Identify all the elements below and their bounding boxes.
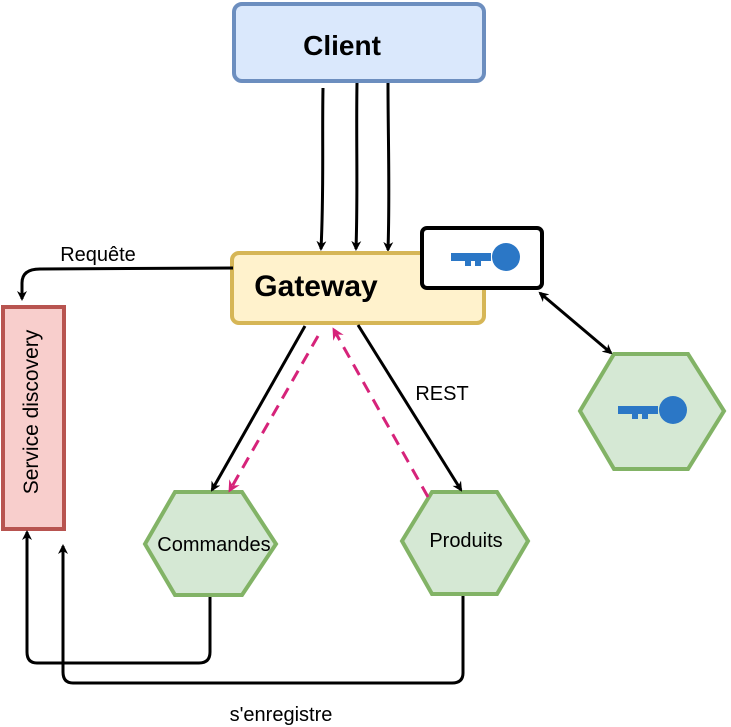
gateway-key-box	[420, 226, 544, 290]
commandes-label: Commandes	[157, 534, 270, 556]
commandes-node: Commandes	[142, 490, 279, 597]
service-discovery-node: Service discovery	[1, 305, 66, 531]
enregistre-label: s'enregistre	[230, 704, 333, 726]
gateway-commandes-dashed-arrow	[228, 335, 320, 493]
gateway-commandes-arrow	[210, 325, 307, 492]
client-label: Client	[303, 30, 381, 61]
requete-arrow	[17, 266, 234, 301]
produits-gateway-dashed-arrow	[332, 327, 430, 498]
produits-node: Produits	[399, 490, 531, 596]
requete-label: Requête	[60, 244, 136, 266]
client-node: Client	[232, 2, 486, 83]
service-discovery-label: Service discovery	[20, 329, 43, 494]
gateway-produits-arrow	[356, 324, 463, 492]
produits-label: Produits	[429, 530, 502, 552]
rest-label: REST	[415, 383, 468, 405]
gateway-label: Gateway	[254, 270, 378, 303]
commandes-register-arrow	[22, 530, 212, 665]
auth-service-node	[577, 352, 727, 471]
client-gateway-arrows	[316, 82, 394, 252]
auth-link-arrow	[538, 291, 613, 355]
produits-register-arrow	[58, 544, 465, 685]
